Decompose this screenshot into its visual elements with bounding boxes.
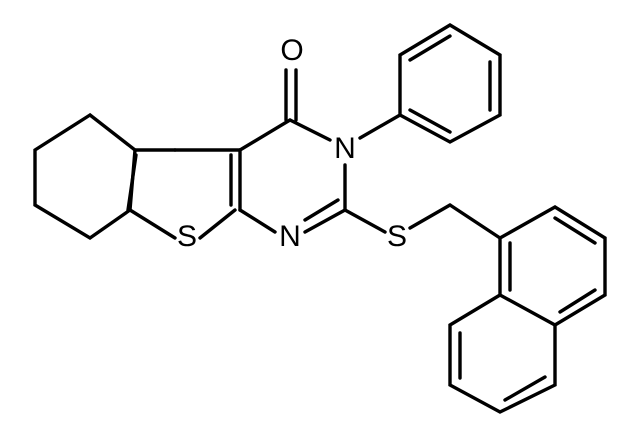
bond-c8a-s [128,208,177,240]
sulfur-ring-label: S [177,220,197,253]
nitrogen-3-label: N [334,132,356,165]
bond-c2-n1 [303,208,347,234]
naphthalene-ring-a [498,205,607,327]
naphthalene-double-1 [553,216,597,245]
naphthalene-ring-b [448,293,557,414]
naphthalene-double-5 [503,375,547,402]
phenyl-double-3 [408,108,452,134]
bond-c4b-c4 [238,118,292,152]
bond-s-c7a [198,208,237,240]
sulfur-thioether-label: S [387,220,407,253]
nitrogen-1-label: N [279,220,301,253]
bonds [33,23,607,414]
atom-labels: O N N S S [177,34,407,253]
bond-ch2-naph [448,203,502,240]
phenyl-double-1 [408,34,452,62]
cyclohexane-ring [33,112,137,241]
bond-c2-n1-double [303,198,340,222]
bond-c2-s [343,208,387,234]
bond-n3-phenyl [358,113,402,140]
bond-n1-c7a [238,208,277,234]
bond-s-ch2 [408,203,452,230]
naphthalene-double-2 [558,288,597,314]
bond-c4-n3 [288,118,332,142]
phenyl-ring [398,23,502,144]
oxygen-label: O [280,34,303,67]
bond-c8a-double [126,153,138,212]
